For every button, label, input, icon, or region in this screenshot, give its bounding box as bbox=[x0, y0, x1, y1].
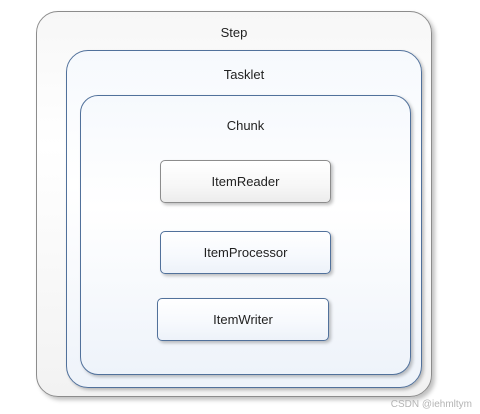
step-label: Step bbox=[220, 25, 248, 40]
tasklet-label: Tasklet bbox=[223, 67, 265, 82]
watermark-text: CSDN @iehmltym bbox=[390, 399, 472, 410]
item-writer-box: ItemWriter bbox=[157, 298, 329, 341]
item-reader-label: ItemReader bbox=[211, 174, 280, 189]
item-reader-box: ItemReader bbox=[160, 160, 331, 203]
item-processor-box: ItemProcessor bbox=[160, 231, 331, 274]
item-processor-label: ItemProcessor bbox=[203, 245, 288, 260]
item-writer-label: ItemWriter bbox=[213, 312, 273, 327]
chunk-label: Chunk bbox=[226, 118, 265, 133]
